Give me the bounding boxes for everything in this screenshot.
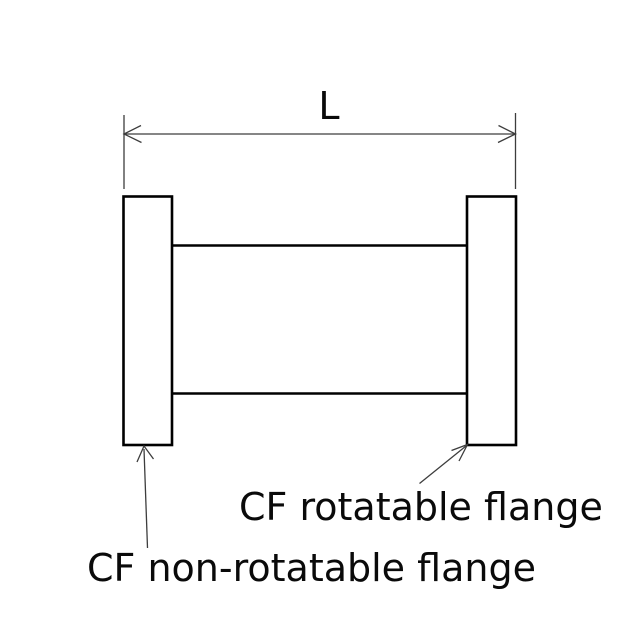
rotatable-flange-label: CF rotatable flange (239, 485, 603, 529)
rotatable-flange-rect (465, 195, 518, 447)
non-rotatable-flange-rect (122, 195, 174, 447)
dimension-arrowhead-left-icon (122, 124, 142, 144)
dimension-arrowhead-right-icon (497, 124, 517, 144)
leader-line-rotatable (419, 445, 467, 485)
non-rotatable-flange-label: CF non-rotatable flange (87, 546, 536, 590)
leader-line-non-rotatable (143, 448, 149, 549)
leader-arrowhead-rotatable-icon (451, 443, 469, 462)
dimension-label: L (318, 84, 339, 128)
leader-arrowhead-non-rotatable-icon (136, 444, 155, 463)
